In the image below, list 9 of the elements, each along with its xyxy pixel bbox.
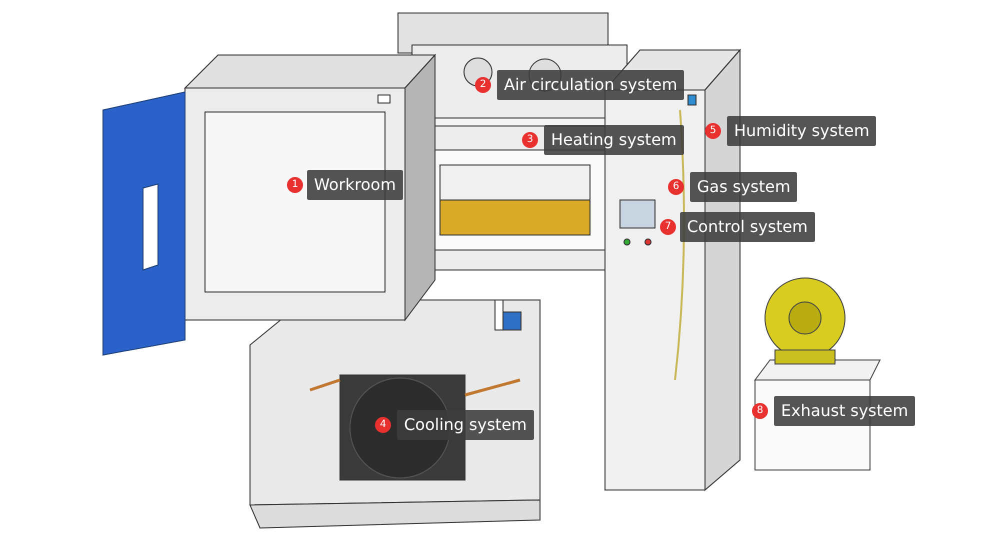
callout-label: Air circulation system bbox=[497, 70, 684, 100]
callout-label: Cooling system bbox=[397, 410, 534, 440]
callout-label: Gas system bbox=[690, 172, 798, 202]
callout-label: Humidity system bbox=[727, 116, 876, 146]
callout-label: Exhaust system bbox=[774, 396, 916, 426]
callout-label: Control system bbox=[680, 212, 815, 242]
callout-label: Workroom bbox=[307, 170, 403, 200]
callout-number: 8 bbox=[752, 403, 768, 419]
callout-label: Heating system bbox=[544, 125, 684, 155]
